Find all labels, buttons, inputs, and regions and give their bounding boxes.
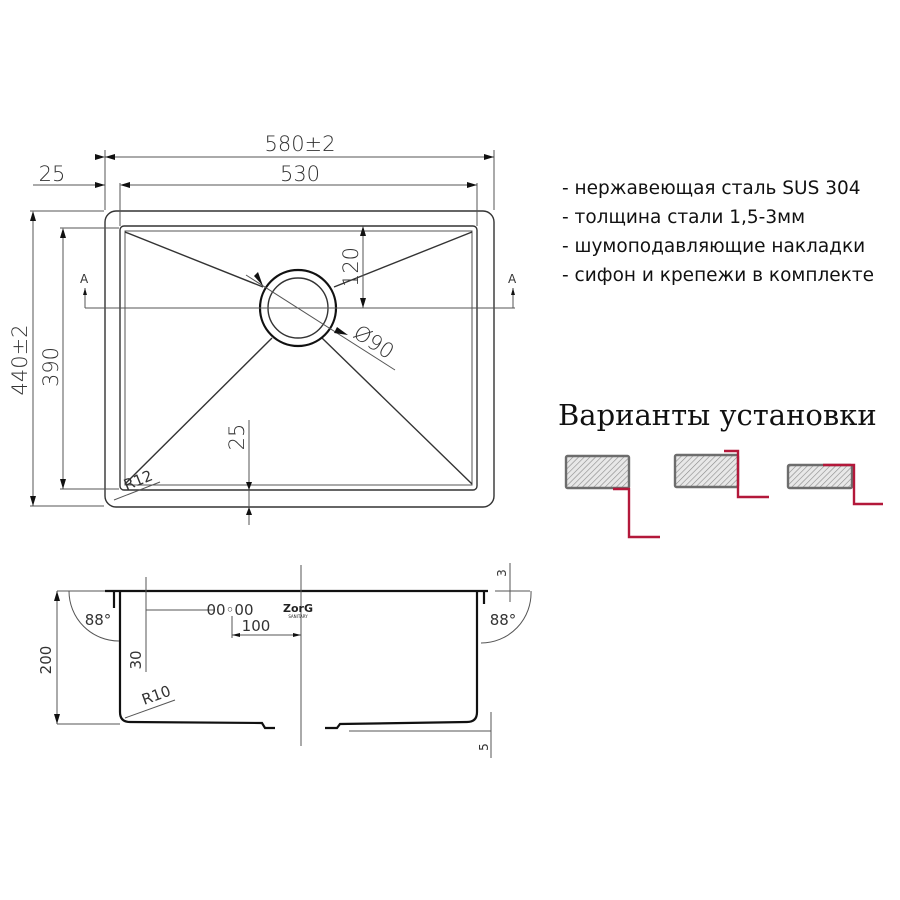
dim-flange-offset: 25 [39, 162, 66, 186]
spec-item: - нержавеющая сталь SUS 304 [562, 178, 861, 199]
install-variant-overmount [786, 463, 883, 506]
top-view: A A 580±2 530 25 440±2 390 120 [8, 132, 517, 525]
angle-left: 88° [85, 611, 112, 629]
installation-variants: Варианты установки [558, 398, 883, 539]
install-variant-undermount [564, 454, 660, 539]
dim-drain-diameter: Ø90 [349, 320, 398, 364]
dim-bowl-width: 530 [280, 162, 320, 186]
spec-item: - толщина стали 1,5-3мм [562, 207, 805, 228]
zorg-logo: ZorG SANITARY [283, 602, 313, 619]
dim-bottom-radius: R10 [139, 682, 173, 709]
dim-bottom-margin: 25 [225, 424, 249, 451]
install-variant-flush [673, 449, 769, 499]
dim-overall-width: 580±2 [264, 132, 335, 156]
overflow-icon: 00◦00 [206, 601, 253, 619]
spec-item: - сифон и крепежи в комплекте [562, 265, 874, 286]
section-marker-left: A [80, 272, 89, 286]
dim-bottom-clearance: 5 [477, 743, 491, 751]
section-view: 200 88° 88° 3 30 00◦00 100 ZorG SANITARY… [37, 563, 532, 758]
angle-right: 88° [490, 611, 517, 629]
dim-overflow-distance: 100 [242, 617, 271, 635]
installation-title: Варианты установки [558, 398, 877, 432]
spec-item: - шумоподавляющие накладки [562, 236, 865, 257]
dim-section-depth: 200 [37, 646, 55, 675]
svg-text:ZorG: ZorG [283, 602, 313, 615]
dim-overflow-offset: 30 [127, 650, 145, 669]
dim-rim-thickness: 3 [495, 569, 509, 577]
sink-bowl [119, 225, 478, 491]
dim-drain-offset: 120 [339, 247, 363, 287]
dim-bowl-depth: 390 [39, 347, 63, 387]
dim-overall-depth: 440±2 [8, 324, 32, 395]
svg-text:SANITARY: SANITARY [288, 614, 308, 619]
section-marker-right: A [508, 272, 517, 286]
sink-outer-rim [104, 210, 495, 508]
specs-list: - нержавеющая сталь SUS 304 - толщина ст… [562, 178, 874, 286]
